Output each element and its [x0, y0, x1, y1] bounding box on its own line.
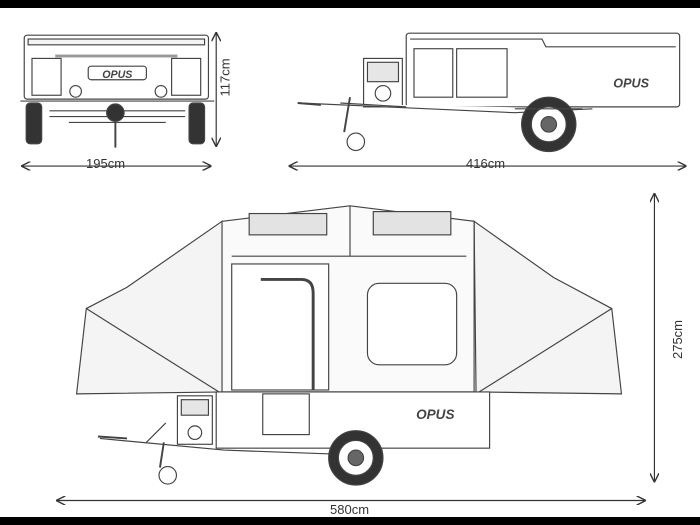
rear-view — [20, 34, 215, 148]
open-brand-logo: OPUS — [416, 407, 454, 422]
rear-width-label: 195cm — [86, 156, 126, 171]
rear-brand-logo: OPUS — [102, 69, 132, 81]
side-view-closed — [297, 32, 681, 153]
open-length-label: 580cm — [330, 502, 370, 517]
drawing-sheet: OPUS OPUS — [0, 8, 700, 517]
technical-drawing: OPUS OPUS — [20, 8, 700, 517]
closed-length-label: 416cm — [466, 156, 506, 171]
open-view — [75, 205, 623, 486]
side-closed-brand-logo: OPUS — [613, 77, 649, 91]
open-height-label: 275cm — [670, 319, 686, 360]
rear-height-label: 117cm — [217, 58, 233, 97]
